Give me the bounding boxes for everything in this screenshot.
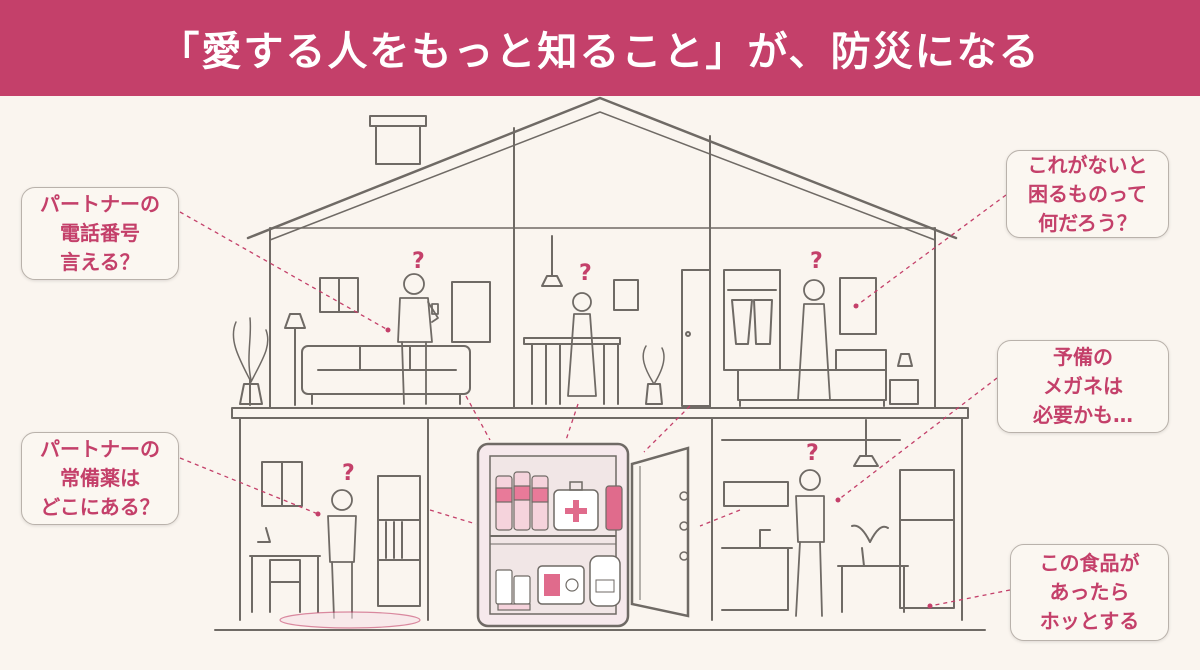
question-marks: ? ? ? ? ? (342, 249, 823, 486)
floor-slab (231, 407, 969, 419)
chimney-cap (369, 115, 427, 127)
callout-text: パートナーの 常備薬は どこにある？ (40, 437, 160, 519)
callout-partner-medicine: パートナーの 常備薬は どこにある？ (21, 432, 179, 525)
emergency-backpack (589, 555, 621, 607)
callout-text: この食品が あったら ホッとする (1039, 551, 1140, 633)
bed (737, 369, 887, 401)
question-mark: ? (579, 261, 592, 286)
flashlight (605, 485, 623, 531)
refrigerator (899, 469, 955, 609)
callout-essential-items: これがないと 困るものって 何だろう？ (1006, 150, 1169, 238)
question-mark: ? (412, 249, 425, 274)
callout-text: パートナーの 電話番号 言える？ (40, 192, 160, 274)
callout-text: 予備の メガネは 必要かも… (1033, 345, 1133, 427)
emergency-supply-safe (476, 442, 690, 628)
water-bottles (495, 471, 549, 531)
first-aid-kit (553, 481, 599, 531)
woman-with-clothes-figure (797, 279, 831, 401)
callout-connectors (179, 194, 1011, 607)
question-mark: ? (806, 441, 819, 466)
canned-food (495, 569, 531, 611)
callout-text: これがないと 困るものって 何だろう？ (1027, 152, 1148, 235)
title-banner: 「愛する人をもっと知ること」が、防災になる (0, 0, 1200, 96)
door-upper (681, 269, 711, 407)
roof-outline (246, 96, 958, 240)
bookshelf (377, 475, 421, 607)
sofa (301, 345, 471, 395)
floor-lamp (284, 313, 306, 329)
question-mark: ? (810, 249, 823, 274)
callout-comfort-food: この食品が あったら ホッとする (1010, 544, 1169, 641)
pendant-lamp-upper (541, 275, 563, 287)
safe-door (630, 446, 690, 618)
callout-spare-glasses: 予備の メガネは 必要かも… (997, 340, 1169, 433)
man-with-phone-figure (397, 273, 439, 405)
woman-thinking-figure (567, 292, 597, 397)
question-mark: ? (342, 461, 355, 486)
man-thinking-figure-left (327, 489, 357, 619)
page-title: 「愛する人をもっと知ること」が、防災になる (159, 29, 1041, 75)
roof-inner-line (269, 111, 936, 241)
man-thinking-figure-kitchen (795, 469, 825, 617)
callout-partner-phone-number: パートナーの 電話番号 言える？ (21, 187, 179, 280)
